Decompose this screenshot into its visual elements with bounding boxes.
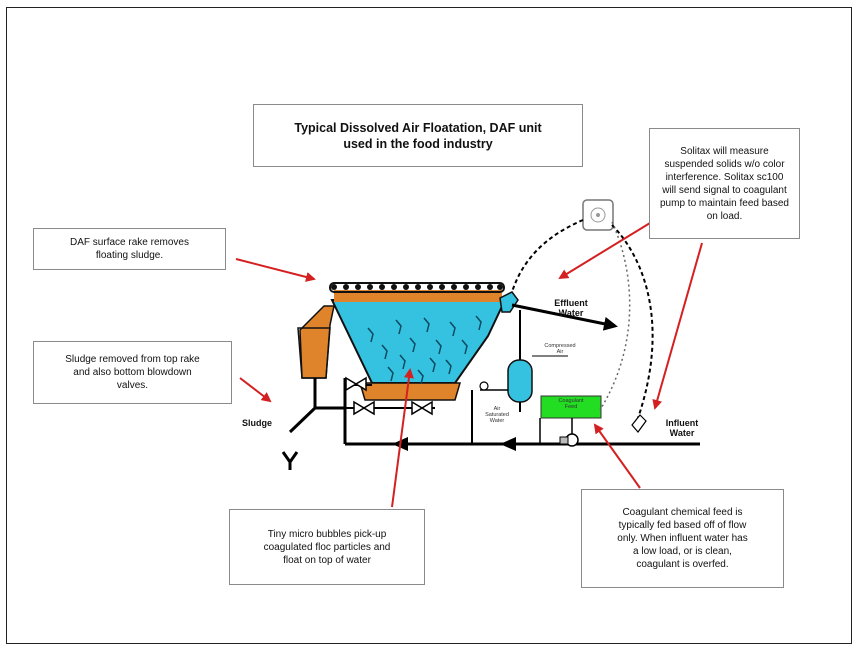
influent-label: Influent Water — [665, 418, 699, 438]
signal-line-influent — [611, 224, 654, 419]
sludge-label: Sludge — [242, 418, 273, 428]
callout-arrows — [235, 222, 703, 508]
daf-tank — [330, 290, 507, 401]
compressed-air-label: Compressed Air — [544, 343, 576, 355]
rake-callout: DAF surface rake removes floating sludge… — [33, 228, 226, 270]
coagulant-callout: Coagulant chemical feed is typically fed… — [581, 489, 784, 588]
sludge-outlet — [281, 451, 299, 470]
diagram-title: Typical Dissolved Air Floatation, DAF un… — [253, 104, 583, 167]
coagulant-feed-tank — [540, 395, 602, 419]
coagulant-feed-label: Coagulant Feed — [558, 398, 584, 410]
signal-line-effluent — [511, 219, 584, 293]
solitax-callout: Solitax will measure suspended solids w/… — [649, 128, 800, 239]
sludge-removal-callout: Sludge removed from top rake and also bo… — [33, 341, 232, 404]
air-saturated-water-label: Air Saturated Water — [485, 406, 509, 424]
micro-bubbles — [367, 315, 482, 385]
effluent-pipe — [499, 291, 618, 331]
micro-bubbles-callout: Tiny micro bubbles pick-up coagulated fl… — [229, 509, 425, 585]
analyzer-controller-icon — [582, 199, 614, 231]
effluent-label: Effluent Water — [554, 298, 588, 318]
surface-rake — [329, 282, 505, 293]
influent-sensor — [631, 414, 647, 433]
sludge-hopper — [297, 305, 335, 379]
coagulant-pump-icon — [559, 433, 579, 447]
valves — [345, 376, 433, 416]
saturation-vessel — [471, 310, 568, 444]
